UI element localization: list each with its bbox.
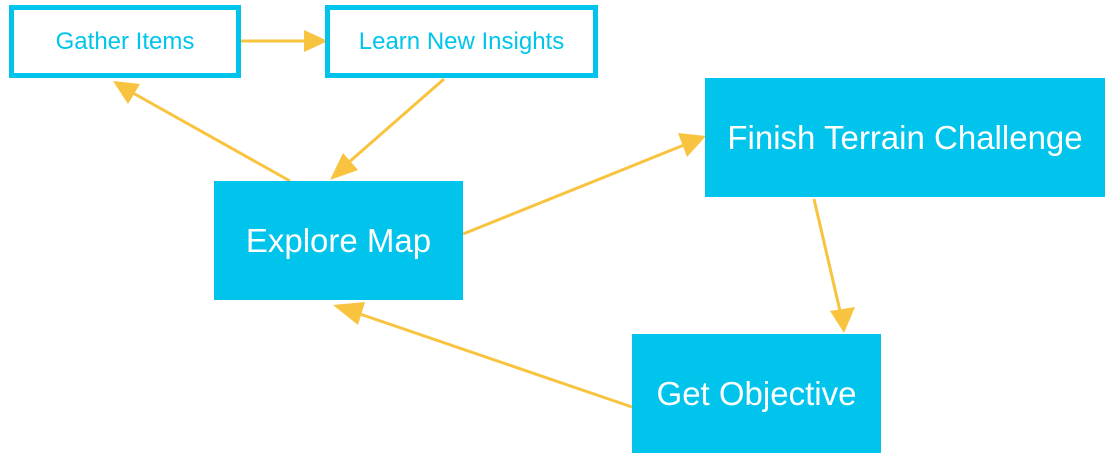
node-get-objective-label: Get Objective <box>656 374 857 412</box>
arrow-gather-to-learn <box>241 30 328 52</box>
node-gather-items-label: Gather Items <box>55 27 195 55</box>
node-gather-items: Gather Items <box>9 5 241 78</box>
arrow-objective-to-explore <box>333 302 633 409</box>
arrow-explore-to-gather <box>113 81 291 183</box>
node-explore-map: Explore Map <box>214 181 463 300</box>
node-get-objective: Get Objective <box>632 334 881 453</box>
arrow-terrain-to-objective <box>812 198 855 333</box>
node-finish-terrain-challenge: Finish Terrain Challenge <box>705 78 1105 197</box>
node-learn-new-insights-label: Learn New Insights <box>358 27 565 55</box>
node-explore-map-label: Explore Map <box>245 221 432 259</box>
node-finish-terrain-challenge-label: Finish Terrain Challenge <box>727 118 1083 156</box>
arrow-learn-to-explore <box>330 77 445 180</box>
arrow-explore-to-terrain <box>462 133 706 236</box>
node-learn-new-insights: Learn New Insights <box>325 5 598 78</box>
